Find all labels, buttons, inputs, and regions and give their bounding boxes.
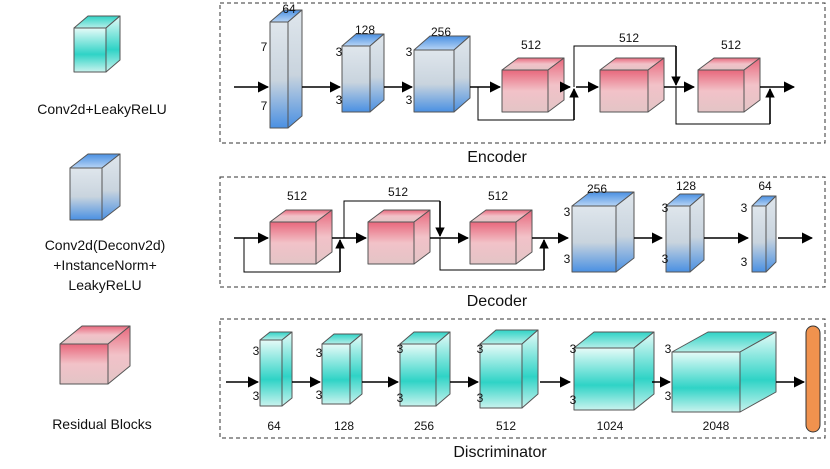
enc-block-3-top: 256 xyxy=(431,25,451,39)
dec-block-5 xyxy=(665,193,705,273)
dec-block-3 xyxy=(469,209,533,265)
encoder-title: Encoder xyxy=(467,149,527,166)
dec-block-5-side-bot: 3 xyxy=(662,252,669,266)
encoder-frame xyxy=(219,2,826,144)
disc-block-6-side-bot: 3 xyxy=(665,389,672,403)
enc-block-2-side-top: 3 xyxy=(336,45,343,59)
disc-block-4-bottom: 512 xyxy=(496,419,516,433)
enc-block-5-top: 512 xyxy=(619,31,639,45)
disc-block-1-side-bot: 3 xyxy=(253,389,260,403)
dec-skip-3 xyxy=(439,238,544,271)
enc-block-3-side-bot: 3 xyxy=(406,93,413,107)
enc-block-3-side-top: 3 xyxy=(406,45,413,59)
dec-block-6-side-top: 3 xyxy=(741,201,748,215)
enc-block-1-top: 64 xyxy=(282,2,296,16)
disc-block-4 xyxy=(479,329,539,409)
legend-deconv-label-1: Conv2d(Deconv2d) xyxy=(45,237,166,253)
enc-block-6 xyxy=(697,57,761,113)
legend-res-label: Residual Blocks xyxy=(52,416,152,432)
dec-block-6-side-bot: 3 xyxy=(741,255,748,269)
disc-block-5 xyxy=(573,331,655,411)
disc-block-6-side-top: 3 xyxy=(665,342,672,356)
legend-deconv-cube xyxy=(69,153,121,221)
enc-block-2 xyxy=(341,33,385,113)
disc-block-1-bottom: 64 xyxy=(267,419,281,433)
disc-block-6 xyxy=(671,331,777,413)
dec-block-4 xyxy=(571,191,635,273)
disc-block-1-side-top: 3 xyxy=(253,344,260,358)
enc-skip-3 xyxy=(675,87,770,125)
disc-block-2-side-bot: 3 xyxy=(316,388,323,402)
dec-block-6 xyxy=(751,195,777,273)
discriminator-title: Discriminator xyxy=(453,444,547,461)
disc-block-2-bottom: 128 xyxy=(334,419,354,433)
enc-block-1 xyxy=(269,9,303,129)
enc-skip-2 xyxy=(573,45,676,87)
dec-block-4-side-bot: 3 xyxy=(564,252,571,266)
enc-block-1-side-bot: 7 xyxy=(261,99,268,113)
dec-skip-1 xyxy=(243,238,340,273)
disc-block-3-bottom: 256 xyxy=(414,419,434,433)
disc-block-5-bottom: 1024 xyxy=(597,419,624,433)
disc-block-6-bottom: 2048 xyxy=(703,419,730,433)
enc-block-2-top: 128 xyxy=(355,23,375,37)
enc-block-6-top: 512 xyxy=(721,38,741,52)
legend-res-cube xyxy=(59,325,131,385)
dec-block-5-side-top: 3 xyxy=(662,201,669,215)
discriminator-frame xyxy=(219,318,826,439)
disc-block-3 xyxy=(399,331,451,407)
dec-block-4-side-top: 3 xyxy=(564,205,571,219)
legend-conv-label: Conv2d+LeakyReLU xyxy=(37,101,167,117)
enc-block-5 xyxy=(599,57,665,113)
disc-block-2 xyxy=(321,333,363,405)
disc-block-4-side-bot: 3 xyxy=(477,391,484,405)
dec-block-6-top: 64 xyxy=(758,179,772,193)
dec-block-3-top: 512 xyxy=(488,189,508,203)
legend-deconv-label-2: +InstanceNorm+ xyxy=(53,257,157,273)
disc-block-5-side-top: 3 xyxy=(570,342,577,356)
enc-block-4 xyxy=(501,57,565,113)
disc-block-4-side-top: 3 xyxy=(477,342,484,356)
decoder-frame xyxy=(219,176,826,288)
disc-block-5-side-bot: 3 xyxy=(570,393,577,407)
disc-output-bar xyxy=(805,325,821,433)
disc-block-2-side-top: 3 xyxy=(316,346,323,360)
enc-block-1-side-top: 7 xyxy=(261,40,268,54)
enc-block-2-side-bot: 3 xyxy=(336,93,343,107)
decoder-title: Decoder xyxy=(467,293,528,310)
legend-conv-cube xyxy=(73,15,121,73)
disc-block-3-side-bot: 3 xyxy=(397,391,404,405)
enc-block-3 xyxy=(413,35,471,113)
disc-block-3-side-top: 3 xyxy=(397,342,404,356)
dec-skip-2 xyxy=(343,200,440,238)
legend-deconv-label-3: LeakyReLU xyxy=(68,277,141,293)
dec-block-1-top: 512 xyxy=(287,189,307,203)
dec-block-4-top: 256 xyxy=(587,182,607,196)
dec-block-2-top: 512 xyxy=(388,185,408,199)
enc-skip-1 xyxy=(477,87,574,121)
dec-block-2 xyxy=(367,209,431,265)
disc-block-1 xyxy=(259,331,293,407)
dec-block-1 xyxy=(269,209,333,265)
dec-block-5-top: 128 xyxy=(676,179,696,193)
enc-block-4-top: 512 xyxy=(521,38,541,52)
